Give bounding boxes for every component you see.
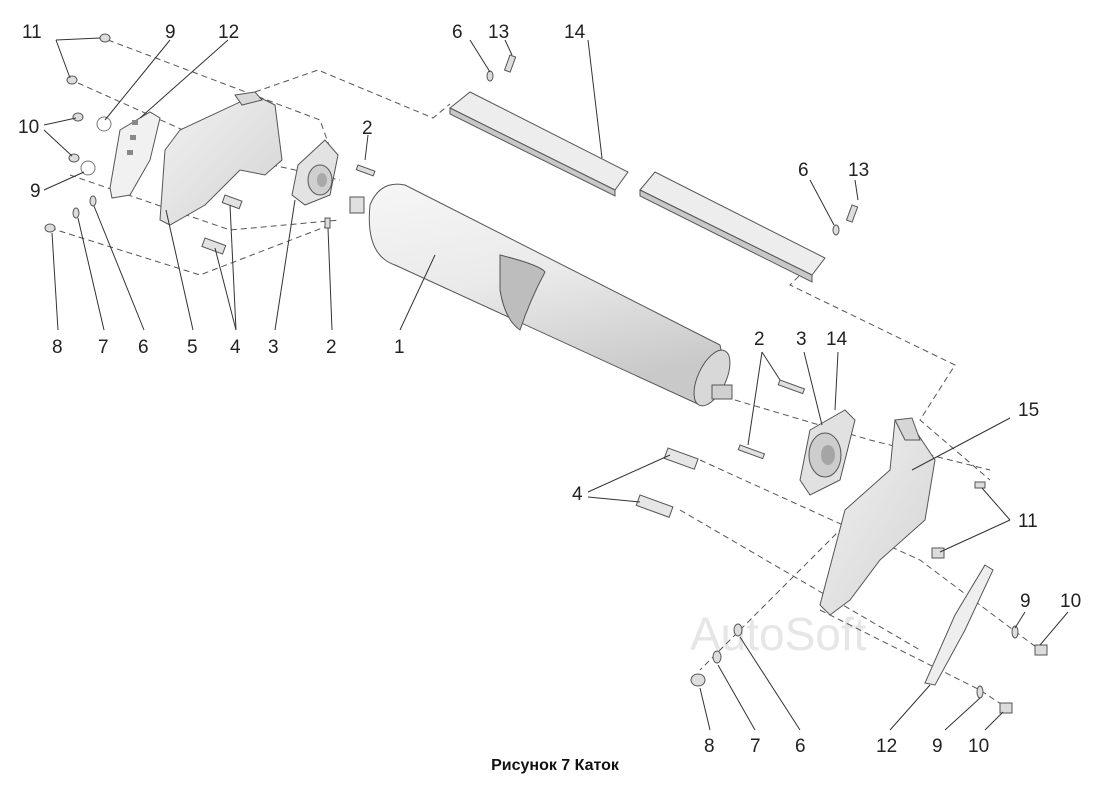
right-bearing (799, 409, 856, 496)
label-10: 10 (1060, 591, 1081, 612)
angle-strip-right (639, 171, 826, 283)
label-8: 8 (704, 736, 715, 757)
label-13: 13 (848, 160, 869, 181)
label-12: 12 (218, 22, 239, 43)
left-side-plate (159, 91, 283, 226)
label-6: 6 (798, 160, 809, 181)
label-15: 15 (1018, 400, 1039, 421)
left-small-plate (109, 111, 161, 199)
label-4: 4 (230, 337, 241, 358)
figure-caption: Рисунок 7 Каток (491, 757, 619, 774)
watermark: AutoSoft (690, 608, 867, 660)
label-6: 6 (138, 337, 149, 358)
label-9: 9 (30, 181, 41, 202)
label-14: 14 (564, 22, 586, 43)
right-side-plate (819, 417, 936, 616)
label-13: 13 (488, 22, 509, 43)
label-2: 2 (362, 118, 373, 139)
callout-labels: 11 9 12 10 9 6 13 14 2 6 13 8 7 6 5 4 3 … (18, 22, 1081, 757)
label-4: 4 (572, 484, 583, 505)
right-small-plate (924, 564, 994, 686)
angle-strip-left (449, 91, 629, 197)
label-5: 5 (187, 337, 198, 358)
label-7: 7 (98, 337, 109, 358)
label-2: 2 (326, 337, 337, 358)
leader-lines (43, 37, 1069, 731)
roller-drum (349, 183, 733, 407)
label-3: 3 (796, 329, 807, 350)
label-11: 11 (1018, 511, 1038, 532)
label-6: 6 (452, 22, 463, 43)
label-1: 1 (394, 337, 405, 358)
label-7: 7 (750, 736, 761, 757)
label-10: 10 (18, 117, 39, 138)
label-9: 9 (165, 22, 176, 43)
label-9: 9 (1020, 591, 1031, 612)
label-14: 14 (826, 329, 848, 350)
label-6: 6 (795, 736, 806, 757)
label-12: 12 (876, 736, 897, 757)
label-2: 2 (754, 329, 765, 350)
label-10: 10 (968, 736, 989, 757)
label-3: 3 (268, 337, 279, 358)
fasteners (44, 33, 1048, 714)
label-11: 11 (22, 22, 42, 43)
left-bearing (291, 139, 339, 206)
label-8: 8 (52, 337, 63, 358)
label-9: 9 (932, 736, 943, 757)
